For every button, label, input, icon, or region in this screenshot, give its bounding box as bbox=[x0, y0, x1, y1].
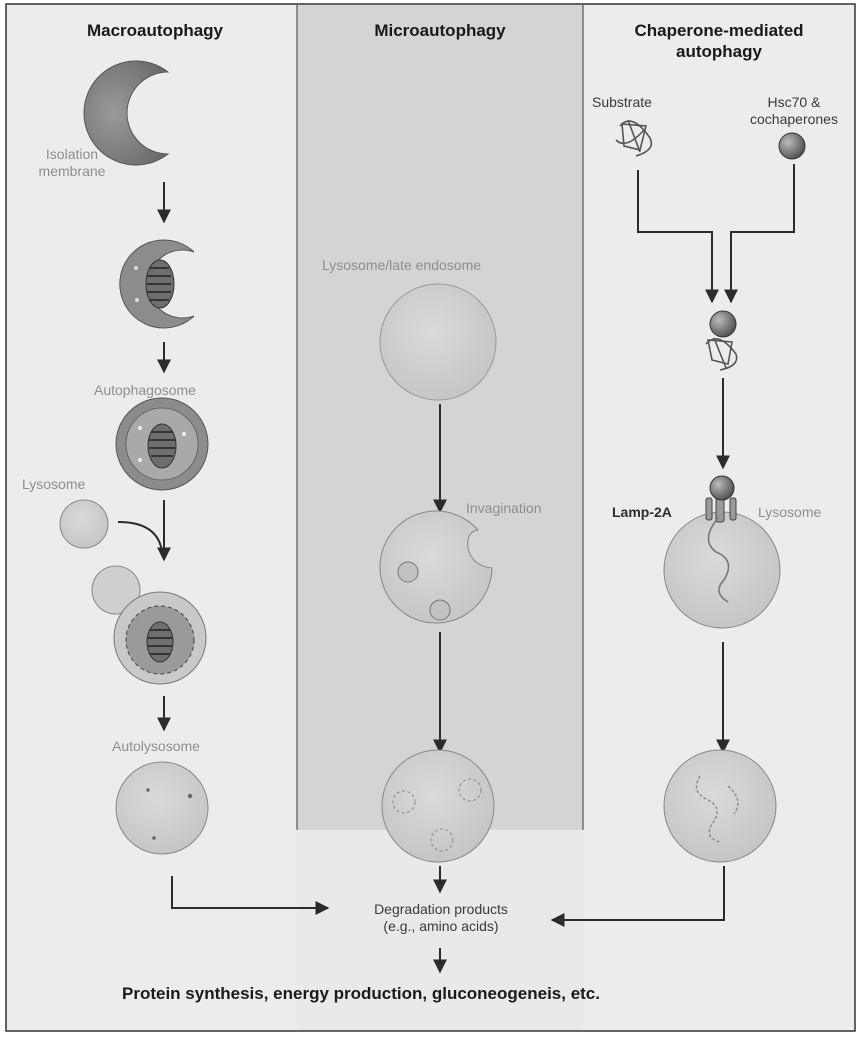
cma-title-line1: Chaperone-mediated bbox=[586, 20, 852, 41]
cargo-mitochondrion-2 bbox=[148, 424, 176, 468]
micro-title: Microautophagy bbox=[300, 20, 580, 41]
isolation-label-line1: Isolation bbox=[22, 146, 122, 163]
degrading-lysosome-cma bbox=[664, 750, 776, 862]
autolysosome bbox=[116, 762, 208, 854]
degradation-label-line2: (e.g., amino acids) bbox=[330, 918, 552, 935]
lysosome-macro-label: Lysosome bbox=[22, 476, 85, 493]
cargo-mitochondrion-3 bbox=[147, 622, 173, 662]
substrate-label: Substrate bbox=[592, 94, 652, 111]
hsc70-label-line1: Hsc70 & bbox=[730, 94, 858, 111]
invagination-label: Invagination bbox=[466, 500, 542, 517]
cma-title-line2: autophagy bbox=[586, 41, 852, 62]
lysosome-late-endosome bbox=[380, 284, 496, 400]
lysosome-cma bbox=[664, 512, 780, 628]
degrading-lysosome bbox=[382, 750, 494, 862]
hsc70-label-line2: cochaperones bbox=[730, 111, 858, 128]
chaperone-complex-ball bbox=[710, 311, 736, 337]
autophagosome-label: Autophagosome bbox=[94, 382, 196, 399]
isolation-label-line2: membrane bbox=[22, 163, 122, 180]
hsc70-at-receptor bbox=[710, 476, 734, 500]
macro-title: Macroautophagy bbox=[20, 20, 290, 41]
lysosome-macro bbox=[60, 500, 108, 548]
autolysosome-label: Autolysosome bbox=[112, 738, 200, 755]
degradation-label-line1: Degradation products bbox=[330, 901, 552, 918]
lysosome-cma-label: Lysosome bbox=[758, 504, 821, 521]
hsc70-icon bbox=[779, 133, 805, 159]
lysosome-late-endosome-label: Lysosome/late endosome bbox=[322, 257, 481, 274]
final-outcome: Protein synthesis, energy production, gl… bbox=[122, 984, 600, 1004]
lamp2a-label: Lamp-2A bbox=[612, 504, 672, 521]
